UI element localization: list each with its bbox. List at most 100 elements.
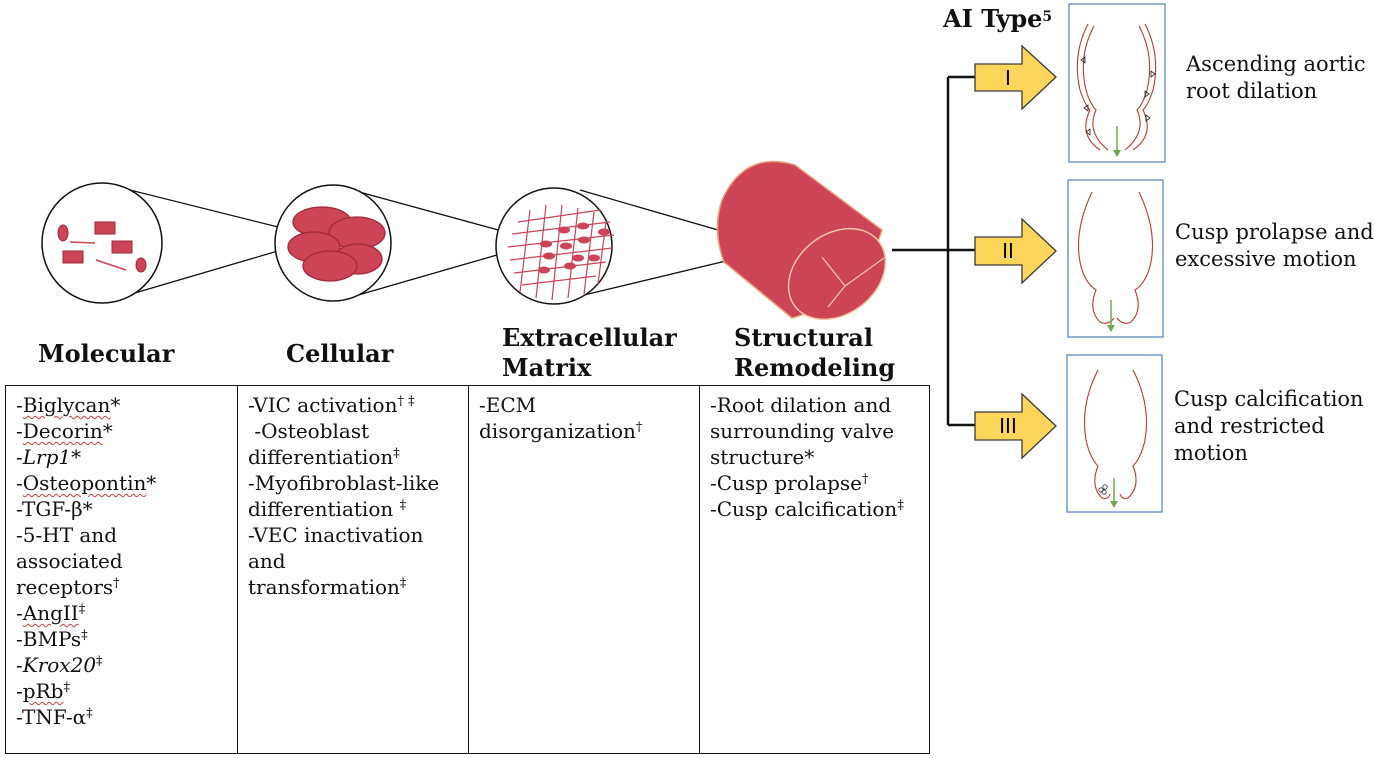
caption-type-ii: Cusp prolapse and excessive motion bbox=[1175, 219, 1374, 273]
footnote-mark: * bbox=[804, 445, 815, 469]
header-cellular: Cellular bbox=[286, 339, 393, 369]
panel-type-iii bbox=[1066, 354, 1163, 513]
header-ecm-line-1: Extracellular bbox=[502, 323, 677, 352]
footnote-mark: † bbox=[635, 420, 643, 435]
ai-type-superscript: 5 bbox=[1042, 9, 1053, 25]
footnote-mark: * bbox=[82, 497, 93, 521]
structural-illustration bbox=[716, 160, 887, 321]
molecular-item-text: TGF-β bbox=[22, 497, 83, 521]
molecular-item: -5-HT and bbox=[16, 523, 117, 547]
molecular-item-text: Lrp1* bbox=[22, 445, 82, 469]
cellular-item-text: -VEC inactivation bbox=[248, 523, 424, 547]
header-ecm: Extracellular Matrix bbox=[502, 323, 677, 383]
cellular-item-text: -Osteoblast bbox=[248, 419, 370, 443]
structural-item-text: -Cusp prolapse bbox=[710, 471, 862, 495]
cellular-item-text: -VIC activation bbox=[248, 393, 398, 417]
caption-line: motion bbox=[1174, 441, 1248, 465]
molecular-item: associated bbox=[16, 548, 229, 574]
cellular-item-text: -Myofibroblast-like bbox=[248, 471, 440, 495]
header-molecular: Molecular bbox=[38, 339, 174, 369]
structural-item-text: surrounding valve bbox=[710, 419, 895, 443]
type-arrows bbox=[974, 44, 1057, 460]
molecular-item: -TNF-α‡ bbox=[16, 705, 93, 729]
footnote-mark: † ‡ bbox=[397, 394, 415, 409]
type-numeral-i: I bbox=[1005, 66, 1011, 90]
structural-item: -Root dilation and bbox=[710, 392, 921, 418]
ai-type-label: AI Type bbox=[943, 4, 1043, 33]
molecular-item: -AngII‡ bbox=[16, 601, 86, 625]
footnote-mark: ‡ bbox=[399, 576, 407, 591]
footnote-mark: * bbox=[110, 393, 121, 417]
panel-type-i bbox=[1068, 3, 1166, 163]
type-bracket bbox=[892, 75, 978, 427]
molecular-item: -BMPs‡ bbox=[16, 627, 88, 651]
structural-item-text: -Cusp calcification bbox=[710, 497, 898, 521]
footnote-mark: * bbox=[102, 419, 113, 443]
caption-line: Cusp prolapse and bbox=[1175, 220, 1374, 244]
molecular-item: -Lrp1* bbox=[16, 445, 82, 469]
cellular-item: transformation‡ bbox=[248, 574, 460, 600]
molecular-item: -Osteopontin* bbox=[16, 471, 157, 495]
molecular-item-text: BMPs bbox=[22, 627, 82, 651]
footnote-mark: † bbox=[862, 472, 869, 487]
footnote-mark: ‡ bbox=[399, 498, 407, 513]
caption-line: Ascending aortic bbox=[1186, 52, 1366, 76]
panel-type-ii bbox=[1067, 179, 1164, 338]
cellular-item-text: differentiation bbox=[248, 497, 400, 521]
structural-item-text: structure bbox=[710, 445, 805, 469]
molecular-illustration bbox=[41, 182, 163, 304]
header-cellular-line: Cellular bbox=[286, 339, 394, 368]
cellular-item-text: and bbox=[248, 549, 286, 573]
molecular-item-text: Biglycan bbox=[22, 393, 111, 417]
footnote-mark: ‡ bbox=[78, 602, 86, 617]
caption-line: Cusp calcification bbox=[1174, 387, 1364, 411]
footnote-mark: ‡ bbox=[86, 706, 93, 721]
ecm-illustration bbox=[495, 187, 615, 305]
molecular-item-text: Decorin bbox=[22, 419, 103, 443]
structural-item: -Cusp prolapse† bbox=[710, 470, 921, 496]
molecular-item: -Decorin* bbox=[16, 419, 113, 443]
footnote-mark: * bbox=[146, 471, 157, 495]
column-molecular: -Biglycan*-Decorin*-Lrp1*-Osteopontin*-T… bbox=[6, 386, 238, 753]
molecular-item-text: TNF-α bbox=[22, 705, 87, 729]
header-structural-line-1: Structural bbox=[734, 323, 873, 352]
cellular-item: differentiation ‡ bbox=[248, 496, 460, 522]
cellular-item: -VIC activation† ‡ bbox=[248, 392, 460, 418]
footnote-mark: ‡ bbox=[897, 498, 904, 513]
molecular-item: -Biglycan* bbox=[16, 393, 121, 417]
type-numeral-ii: II bbox=[1002, 239, 1014, 263]
cellular-item: and bbox=[248, 548, 460, 574]
footnote-mark: ‡ bbox=[96, 654, 103, 669]
molecular-item: -TGF-β* bbox=[16, 497, 93, 521]
header-structural: Structural Remodeling bbox=[734, 323, 895, 383]
molecular-item-text: AngII bbox=[22, 601, 79, 625]
footnote-mark: ‡ bbox=[63, 680, 70, 695]
molecular-item-text: 5-HT and bbox=[22, 523, 117, 547]
zoom-connectors bbox=[117, 186, 781, 301]
footnote-mark: ‡ bbox=[393, 446, 400, 461]
molecular-item-text: Krox20 bbox=[22, 653, 97, 677]
molecular-item-text: receptors bbox=[16, 575, 114, 599]
structural-item-text: -Root dilation and bbox=[710, 393, 892, 417]
molecular-item-text: pRb bbox=[22, 679, 64, 703]
cellular-illustration bbox=[274, 184, 392, 302]
type-numeral-iii: III bbox=[999, 414, 1017, 438]
footnote-mark: ‡ bbox=[81, 628, 88, 643]
molecular-item: -Krox20‡ bbox=[16, 653, 103, 677]
structural-item: surrounding valve bbox=[710, 418, 921, 444]
cellular-item: differentiation‡ bbox=[248, 444, 460, 470]
cellular-item-text: transformation bbox=[248, 575, 400, 599]
molecular-item: receptors† bbox=[16, 574, 229, 600]
cellular-item: -VEC inactivation bbox=[248, 522, 460, 548]
molecular-item: -pRb‡ bbox=[16, 679, 70, 703]
molecular-item-text: associated bbox=[16, 549, 123, 573]
footnote-mark: † bbox=[113, 576, 120, 591]
molecular-item-text: Osteopontin bbox=[22, 471, 147, 495]
cellular-item-text: differentiation bbox=[248, 445, 394, 469]
caption-line: excessive motion bbox=[1175, 247, 1357, 271]
